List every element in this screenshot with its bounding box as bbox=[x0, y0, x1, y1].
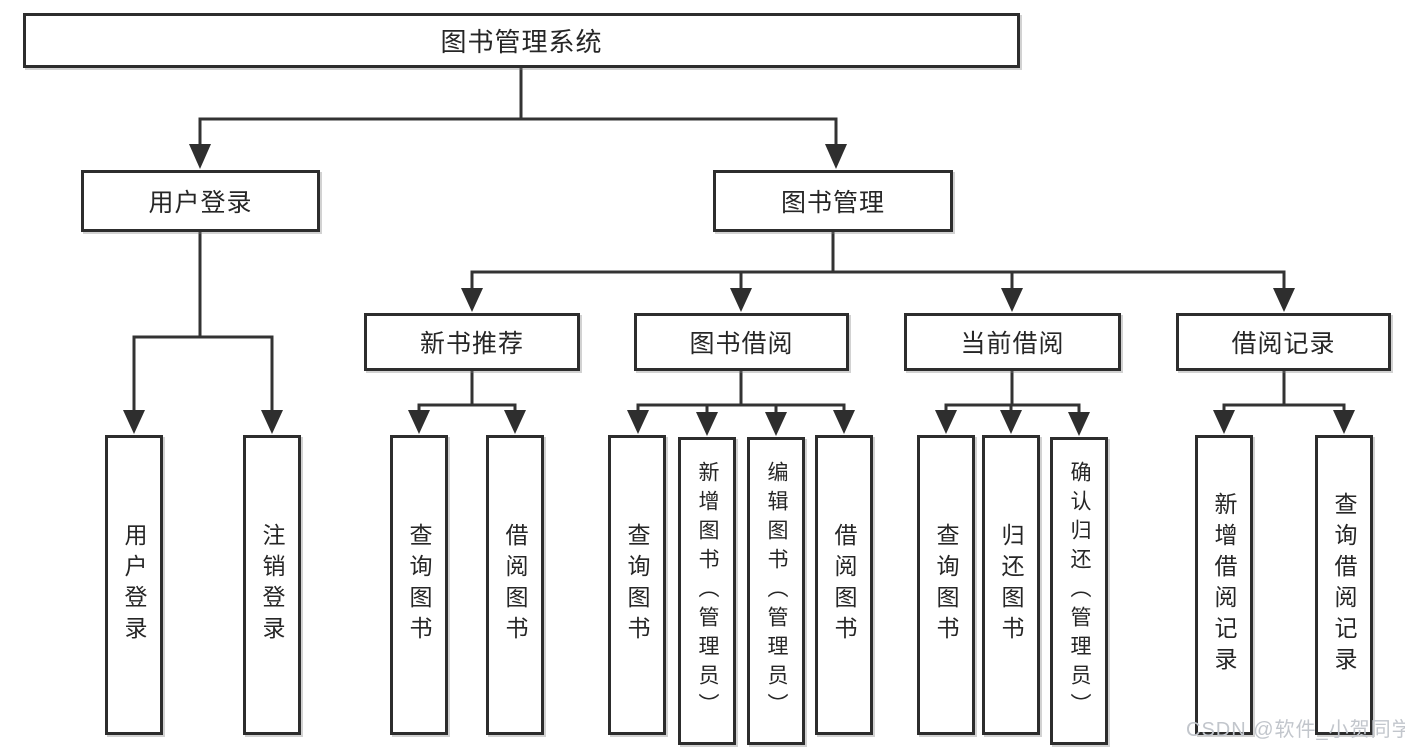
node-label: 当前借阅 bbox=[960, 330, 1065, 358]
leaf-label: 新增图书（管理员） bbox=[696, 460, 719, 722]
leaf-confirm-return-admin: 确认归还（管理员） bbox=[1050, 437, 1108, 745]
leaf-query-borrow-record: 查询借阅记录 bbox=[1315, 435, 1373, 735]
leaf-label: 注销登录 bbox=[259, 523, 285, 647]
node-label: 借阅记录 bbox=[1231, 330, 1336, 358]
leaf-query-books-2: 查询图书 bbox=[608, 435, 666, 735]
leaf-label: 借阅图书 bbox=[831, 523, 857, 647]
csdn-watermark: CSDN @软件_小贺同学 bbox=[1186, 719, 1405, 741]
node-label: 用户登录 bbox=[148, 189, 253, 217]
leaf-query-books-1: 查询图书 bbox=[390, 435, 448, 735]
leaf-logout: 注销登录 bbox=[243, 435, 301, 735]
leaf-return-books: 归还图书 bbox=[982, 435, 1040, 735]
node-library-management-system: 图书管理系统 bbox=[23, 13, 1020, 68]
leaf-label: 查询图书 bbox=[933, 523, 959, 647]
connector-borrow-records-to-leaves bbox=[1213, 371, 1355, 434]
leaf-label: 借阅图书 bbox=[502, 523, 528, 647]
leaf-add-books-admin: 新增图书（管理员） bbox=[678, 437, 736, 745]
leaf-label: 用户登录 bbox=[121, 523, 147, 647]
node-label: 图书借阅 bbox=[689, 330, 794, 358]
connector-current-borrow-to-leaves bbox=[935, 371, 1090, 436]
connector-root-to-level2 bbox=[189, 68, 847, 169]
leaf-user-login: 用户登录 bbox=[105, 435, 163, 735]
connector-book-management-to-level3 bbox=[461, 232, 1295, 312]
leaf-label: 编辑图书（管理员） bbox=[765, 460, 788, 722]
leaf-label: 新增借阅记录 bbox=[1211, 492, 1237, 678]
node-new-book-recommend: 新书推荐 bbox=[364, 313, 580, 371]
connector-book-borrow-to-leaves bbox=[627, 371, 855, 436]
leaf-add-borrow-record: 新增借阅记录 bbox=[1195, 435, 1253, 735]
leaf-label: 查询图书 bbox=[406, 523, 432, 647]
leaf-borrow-books-1: 借阅图书 bbox=[486, 435, 544, 735]
leaf-label: 确认归还（管理员） bbox=[1068, 460, 1091, 722]
node-label: 图书管理系统 bbox=[440, 27, 603, 57]
leaf-label: 归还图书 bbox=[998, 523, 1024, 647]
leaf-borrow-books-2: 借阅图书 bbox=[815, 435, 873, 735]
leaf-query-books-3: 查询图书 bbox=[917, 435, 975, 735]
connector-user-login-to-leaves bbox=[123, 232, 283, 434]
node-user-login: 用户登录 bbox=[81, 170, 320, 232]
node-book-management: 图书管理 bbox=[713, 170, 953, 232]
leaf-label: 查询图书 bbox=[624, 523, 650, 647]
node-borrow-records: 借阅记录 bbox=[1176, 313, 1391, 371]
leaf-edit-books-admin: 编辑图书（管理员） bbox=[747, 437, 805, 745]
leaf-label: 查询借阅记录 bbox=[1331, 492, 1357, 678]
connector-new-book-recommend-to-leaves bbox=[408, 371, 526, 434]
node-label: 图书管理 bbox=[780, 189, 885, 217]
node-book-borrow: 图书借阅 bbox=[634, 313, 849, 371]
node-label: 新书推荐 bbox=[419, 330, 524, 358]
node-current-borrow: 当前借阅 bbox=[904, 313, 1121, 371]
